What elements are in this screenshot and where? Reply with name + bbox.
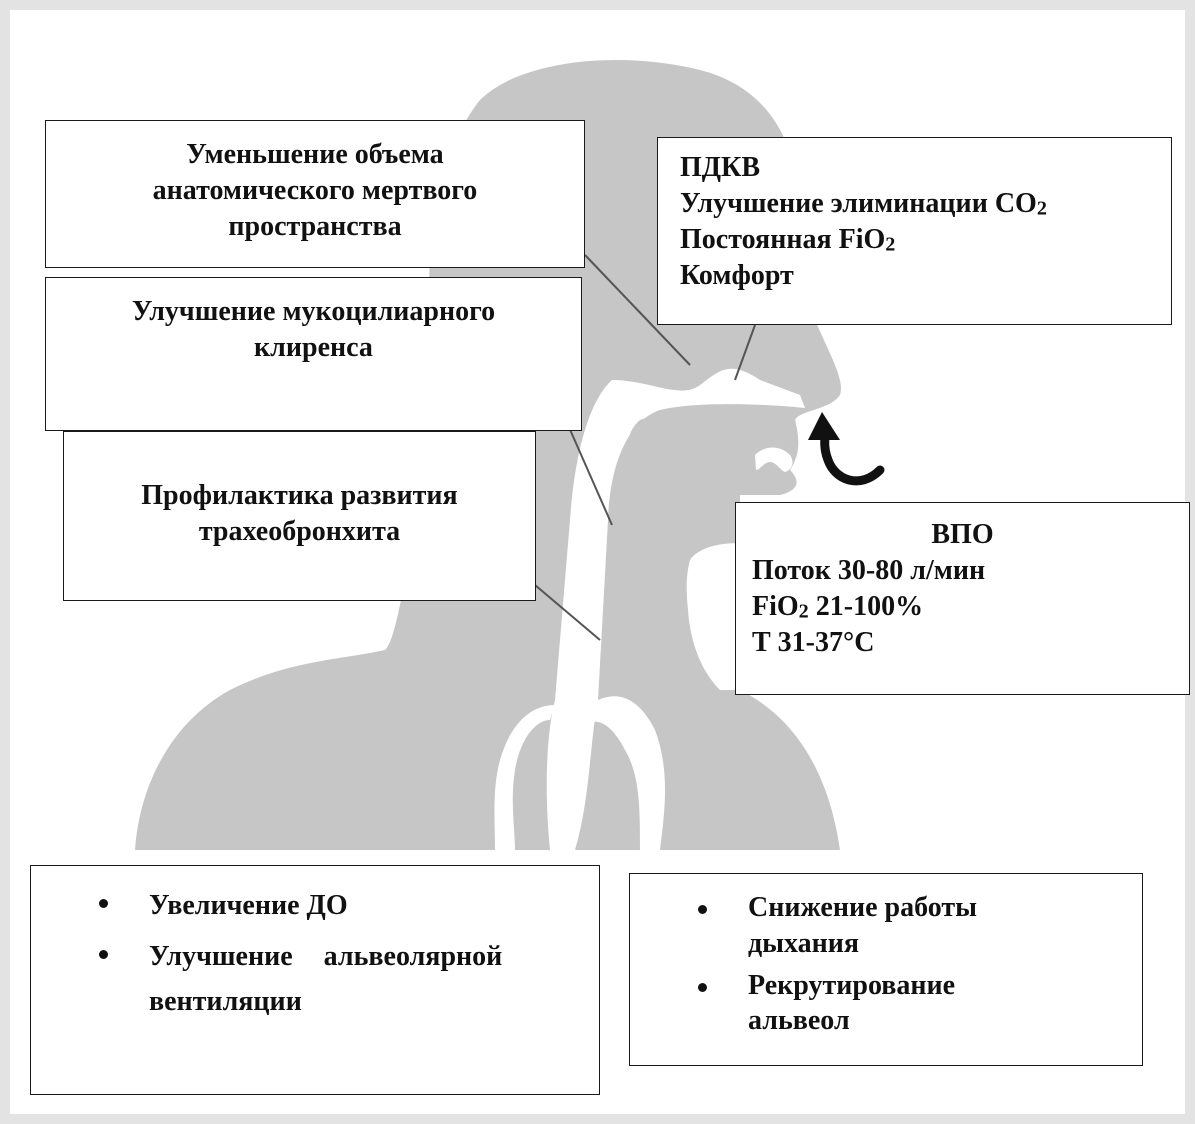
airflow-arrowhead bbox=[808, 412, 840, 440]
right-lung-airway bbox=[593, 696, 665, 850]
hfno-temperature: Т 31-37°С bbox=[752, 626, 875, 658]
left-lung-airway bbox=[494, 705, 555, 850]
work-list: Снижение работы дыхания Рекрутирование а… bbox=[698, 890, 1142, 1040]
peep-fio2-line: Постоянная FiO2 bbox=[680, 224, 896, 256]
trachea-airway bbox=[546, 368, 805, 850]
work-box: Снижение работы дыхания Рекрутирование а… bbox=[629, 873, 1143, 1066]
lips bbox=[755, 447, 793, 472]
mucociliary-box: Улучшение мукоцилиарного клиренса bbox=[45, 277, 582, 431]
tracheobronchitis-line-2: трахеобронхита bbox=[198, 515, 401, 547]
tracheobronchitis-box: Профилактика развития трахеобронхита bbox=[63, 431, 536, 601]
peep-co2-line: Улучшение элиминации CO2 bbox=[680, 187, 1047, 220]
hfno-box: ВПО Поток 30-80 л/мин FiO2 21-100% Т 31-… bbox=[735, 502, 1190, 695]
leader-line-tracheobronchitis bbox=[534, 584, 601, 641]
hfno-title: ВПО bbox=[931, 519, 994, 550]
peep-title: ПДКВ bbox=[680, 152, 761, 183]
volume-list: Увеличение ДО Улучшение альвеолярной вен… bbox=[99, 884, 581, 1025]
volume-item-1: Увеличение ДО bbox=[99, 884, 581, 929]
dead-space-line-1: Уменьшение объема bbox=[186, 139, 444, 170]
mucociliary-line-1: Улучшение мукоцилиарного bbox=[131, 296, 496, 327]
hfno-flow: Поток 30-80 л/мин bbox=[752, 554, 986, 586]
work-item-2: Рекрутирование альвеол bbox=[698, 968, 1142, 1040]
peep-box: ПДКВ Улучшение элиминации CO2 Постоянная… bbox=[657, 137, 1172, 325]
dead-space-line-3: пространства bbox=[228, 210, 402, 242]
peep-comfort-line: Комфорт bbox=[680, 260, 794, 292]
tracheobronchitis-line-1: Профилактика развития bbox=[141, 480, 458, 511]
tongue bbox=[627, 407, 796, 465]
leader-line-peep bbox=[734, 324, 756, 381]
mucociliary-line-2: клиренса bbox=[254, 331, 373, 363]
volume-box: Увеличение ДО Улучшение альвеолярной вен… bbox=[30, 865, 600, 1095]
dead-space-line-2: анатомического мертвого bbox=[152, 174, 478, 206]
dead-space-box: Уменьшение объема анатомического мертвог… bbox=[45, 120, 585, 268]
hfno-fio2: FiO2 21-100% bbox=[752, 590, 924, 623]
leader-line-mucociliary bbox=[567, 424, 613, 526]
leader-line-dead-space bbox=[584, 254, 691, 366]
volume-item-2: Улучшение альвеолярной вентиляции bbox=[99, 935, 581, 1025]
work-item-1: Снижение работы дыхания bbox=[698, 890, 1142, 962]
